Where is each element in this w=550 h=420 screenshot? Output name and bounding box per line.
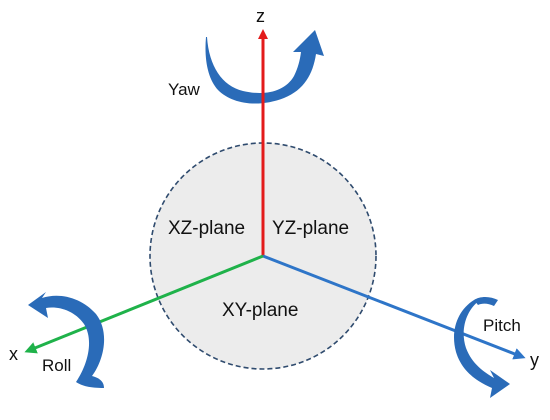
xz-plane-label: XZ-plane xyxy=(168,218,245,239)
y-axis-label: y xyxy=(530,350,539,370)
yz-plane-label: YZ-plane xyxy=(272,218,349,239)
x-axis-line xyxy=(24,254,264,354)
yaw-rotation-arrow-icon xyxy=(205,30,324,104)
pitch-label: Pitch xyxy=(483,316,521,335)
roll-rotation-arrow-icon xyxy=(28,292,105,388)
x-axis-label: x xyxy=(9,344,18,364)
xy-plane-label: XY-plane xyxy=(222,300,298,321)
pitch-rotation-arrow-icon xyxy=(454,297,510,398)
z-axis-label: z xyxy=(256,6,265,26)
roll-label: Roll xyxy=(42,356,71,375)
y-axis-line xyxy=(262,254,526,360)
yaw-label: Yaw xyxy=(168,80,201,99)
